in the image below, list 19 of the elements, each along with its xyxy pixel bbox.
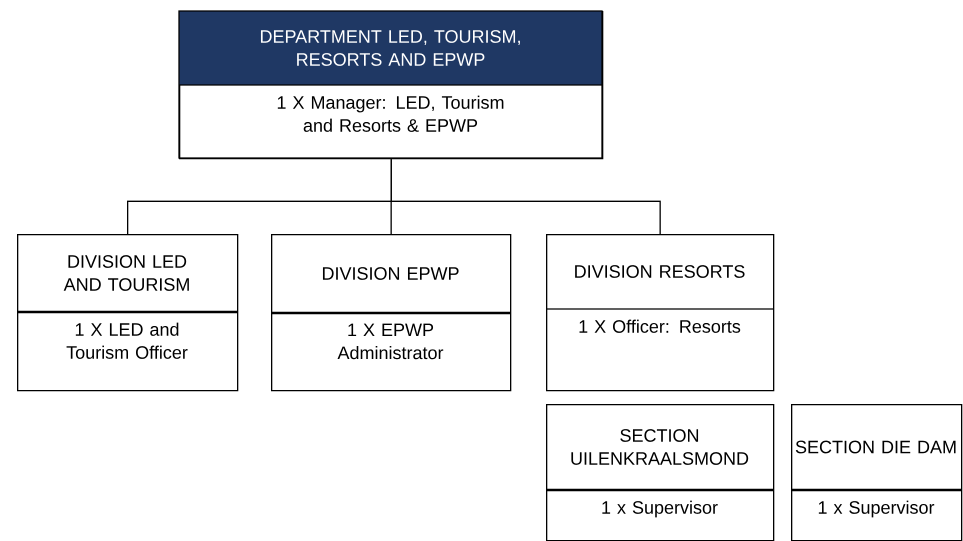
org-box [546, 404, 774, 541]
box-heading: DIVISION LED AND TOURISM [64, 255, 189, 291]
org-box [546, 234, 774, 392]
box-body: 1 X EPWP Administrator [338, 324, 444, 360]
box-heading: SECTION DIE DAM [796, 440, 956, 454]
org-box [271, 234, 512, 392]
box-heading: DIVISION EPWP [322, 267, 459, 280]
connector-line [390, 159, 661, 234]
box-heading: SECTION UILENKRAALSMOND [571, 429, 748, 465]
box-heading: DEPARTMENT LED, TOURISM, RESORTS AND EPWP [260, 30, 520, 66]
org-box [178, 10, 604, 160]
box-body: 1 X Manager: LED, Tourism and Resorts & EPWP [278, 96, 504, 132]
box-heading: DIVISION RESORTS [575, 265, 745, 278]
box-body: 1 x Supervisor [602, 500, 718, 518]
box-body: 1 X Officer: Resorts [580, 320, 740, 333]
box-body: 1 x Supervisor [818, 500, 934, 518]
org-box [791, 404, 962, 541]
org-box [17, 234, 238, 392]
box-body: 1 X LED and Tourism Officer [66, 322, 188, 359]
